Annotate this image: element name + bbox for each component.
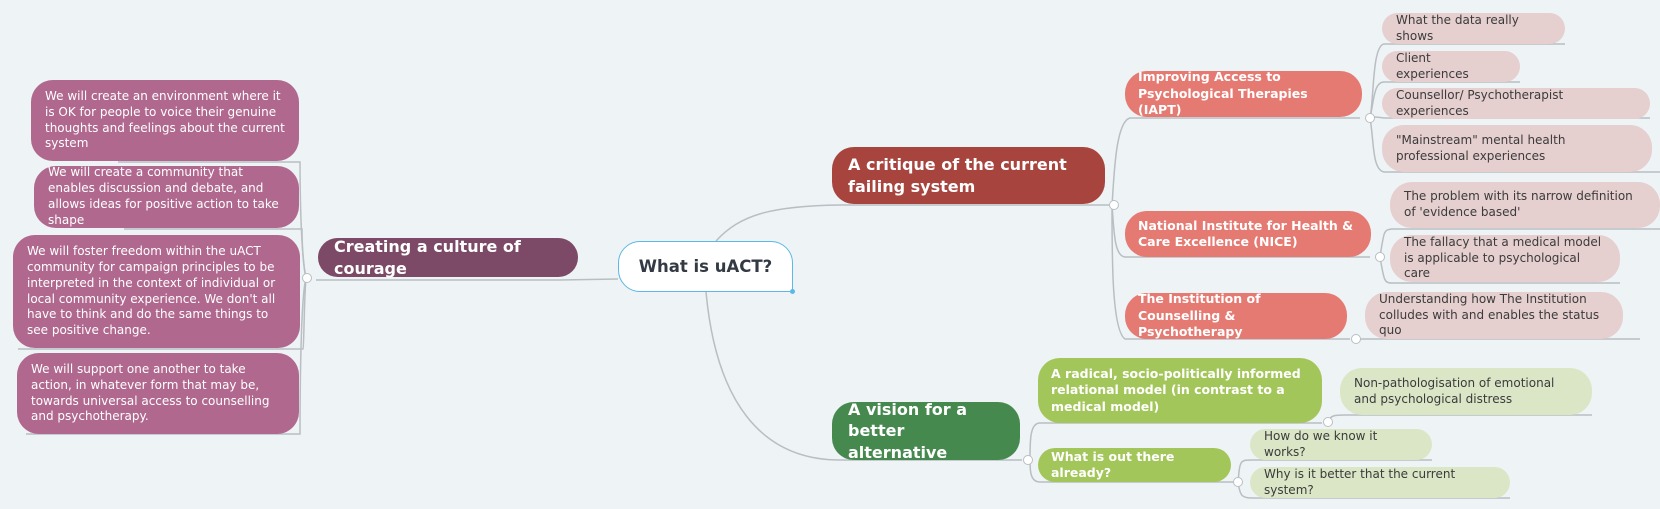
nice-item-1-label: The problem with its narrow definition o… <box>1404 189 1633 219</box>
out-there-item-1[interactable]: How do we know it works? <box>1250 429 1432 460</box>
resize-handle[interactable] <box>790 289 795 294</box>
radical-item-1[interactable]: Non-pathologisation of emotional and psy… <box>1340 368 1592 415</box>
iapt-item-4[interactable]: "Mainstream" mental health professional … <box>1382 125 1652 172</box>
subtopic-nice[interactable]: National Institute for Health & Care Exc… <box>1125 211 1371 257</box>
topic-creating-culture[interactable]: Creating a culture of courage <box>318 237 578 278</box>
institution-item-1-label: Understanding how The Institution collud… <box>1379 291 1600 338</box>
left-item-2[interactable]: We will create a community that enables … <box>34 165 299 228</box>
nice-item-2-label: The fallacy that a medical model is appl… <box>1404 234 1602 281</box>
collapse-knob-vision[interactable] <box>1023 455 1033 465</box>
topic-creating-culture-label: Creating a culture of courage <box>334 237 521 278</box>
topic-critique-label: A critique of the current failing system <box>848 155 1067 196</box>
subtopic-institution[interactable]: The Institution of Counselling & Psychot… <box>1125 291 1347 340</box>
collapse-knob-out-there[interactable] <box>1233 477 1243 487</box>
iapt-item-2-label: Client experiences <box>1396 50 1469 81</box>
left-item-1-label: We will create an environment where it i… <box>45 88 285 151</box>
collapse-knob-iapt[interactable] <box>1365 113 1375 123</box>
iapt-item-4-label: "Mainstream" mental health professional … <box>1396 132 1566 163</box>
subtopic-iapt[interactable]: Improving Access to Psychological Therap… <box>1125 69 1362 118</box>
collapse-knob-institution[interactable] <box>1351 334 1361 344</box>
subtopic-radical-model-label: A radical, socio-politically informed re… <box>1051 365 1301 414</box>
nice-item-2[interactable]: The fallacy that a medical model is appl… <box>1390 235 1620 282</box>
subtopic-out-there[interactable]: What is out there already? <box>1038 448 1231 482</box>
left-item-2-label: We will create a community that enables … <box>48 165 279 227</box>
left-item-3[interactable]: We will foster freedom within the uACT c… <box>13 235 300 348</box>
left-item-1[interactable]: We will create an environment where it i… <box>31 80 299 161</box>
institution-item-1[interactable]: Understanding how The Institution collud… <box>1365 292 1623 339</box>
left-item-3-label: We will foster freedom within the uACT c… <box>27 244 276 338</box>
subtopic-nice-label: National Institute for Health & Care Exc… <box>1138 217 1353 250</box>
iapt-item-2[interactable]: Client experiences <box>1382 51 1520 82</box>
collapse-knob-radical[interactable] <box>1323 417 1333 427</box>
nice-item-1[interactable]: The problem with its narrow definition o… <box>1390 182 1660 228</box>
collapse-knob-left[interactable] <box>302 273 312 283</box>
subtopic-radical-model[interactable]: A radical, socio-politically informed re… <box>1038 358 1322 423</box>
left-item-4-label: We will support one another to take acti… <box>31 361 270 424</box>
root-topic-label: What is uACT? <box>638 256 773 276</box>
iapt-item-3[interactable]: Counsellor/ Psychotherapist experiences <box>1382 88 1650 119</box>
iapt-item-1-label: What the data really shows <box>1396 12 1519 43</box>
collapse-knob-critique[interactable] <box>1109 200 1119 210</box>
left-item-4[interactable]: We will support one another to take acti… <box>17 353 299 434</box>
subtopic-out-there-label: What is out there already? <box>1051 448 1175 481</box>
topic-vision-label: A vision for a better alternative <box>848 400 968 462</box>
out-there-item-2-label: Why is it better that the current system… <box>1264 466 1456 497</box>
iapt-item-3-label: Counsellor/ Psychotherapist experiences <box>1396 87 1564 118</box>
iapt-item-1[interactable]: What the data really shows <box>1382 13 1565 44</box>
topic-critique[interactable]: A critique of the current failing system <box>832 147 1105 204</box>
subtopic-institution-label: The Institution of Counselling & Psychot… <box>1138 291 1261 340</box>
out-there-item-2[interactable]: Why is it better that the current system… <box>1250 467 1510 498</box>
subtopic-iapt-label: Improving Access to Psychological Therap… <box>1138 69 1308 118</box>
root-topic[interactable]: What is uACT? <box>618 241 795 294</box>
out-there-item-1-label: How do we know it works? <box>1264 428 1378 459</box>
collapse-knob-nice[interactable] <box>1375 252 1385 262</box>
topic-vision[interactable]: A vision for a better alternative <box>832 400 1020 462</box>
radical-item-1-label: Non-pathologisation of emotional and psy… <box>1354 375 1555 406</box>
